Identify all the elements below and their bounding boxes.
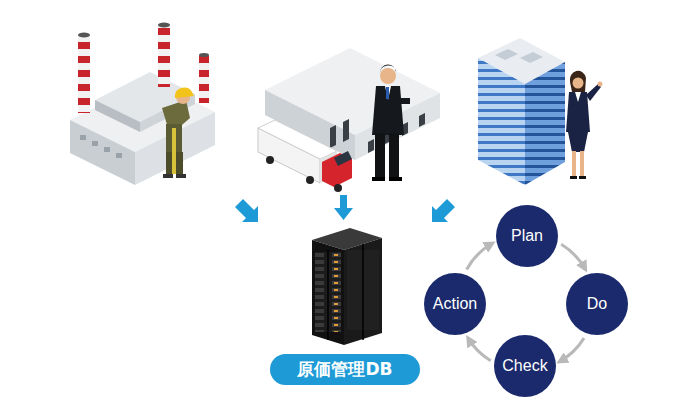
server-rack — [312, 228, 382, 345]
warehouse — [258, 48, 440, 192]
node-text: 原価管理DB — [297, 358, 392, 381]
cycle-arrow — [559, 338, 584, 362]
cycle-arrow — [561, 244, 585, 269]
node-text: Action — [433, 295, 477, 313]
flow-arrows — [235, 195, 455, 222]
node-text: Do — [587, 295, 607, 313]
node-text: Check — [502, 357, 547, 375]
cycle-arrow — [468, 338, 491, 361]
factory — [70, 23, 215, 186]
database-label: 原価管理DB — [270, 354, 420, 385]
cycle-arrow — [467, 243, 493, 269]
cycle-circle: Action — [424, 273, 486, 335]
office-building — [478, 38, 603, 185]
cycle-circle: Do — [566, 273, 628, 335]
cycle-circle: Plan — [496, 205, 558, 267]
cycle-circle: Check — [494, 335, 556, 397]
node-text: Plan — [511, 227, 543, 245]
